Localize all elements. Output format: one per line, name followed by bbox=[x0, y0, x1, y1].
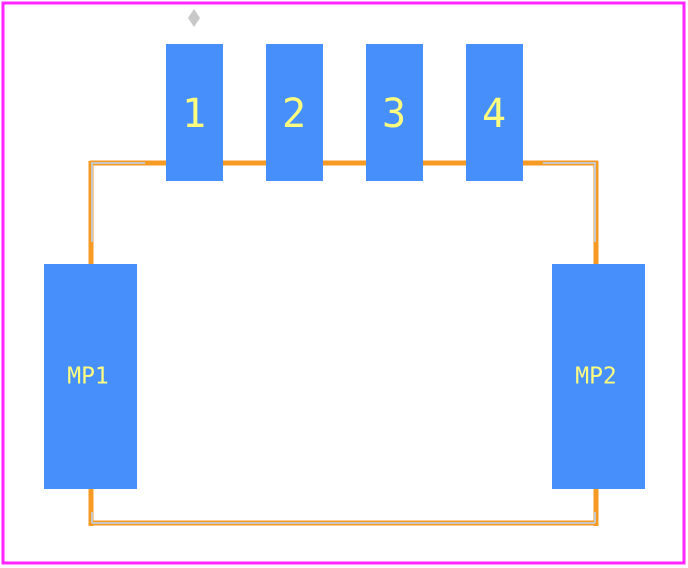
assembly-outline bbox=[91, 162, 596, 524]
pad-1-copper bbox=[166, 44, 223, 181]
mounting-pad-mp1-label: MP1 bbox=[67, 364, 109, 390]
pad-2-copper bbox=[266, 44, 323, 181]
pin1-marker-icon bbox=[188, 9, 200, 27]
mounting-pad-mp1-copper bbox=[44, 264, 137, 489]
pad-4-copper bbox=[466, 44, 523, 181]
pad-4-label: 4 bbox=[482, 91, 506, 137]
pad-2: 2 bbox=[266, 44, 323, 181]
pad-3-label: 3 bbox=[382, 91, 406, 137]
mounting-pad-mp1: MP1 bbox=[44, 264, 137, 489]
mounting-pads: MP1 MP2 bbox=[44, 264, 645, 489]
pad-4: 4 bbox=[466, 44, 523, 181]
mounting-pad-mp2: MP2 bbox=[552, 264, 645, 489]
mounting-pad-mp2-label: MP2 bbox=[575, 364, 617, 390]
pad-3: 3 bbox=[366, 44, 423, 181]
pad-1-label: 1 bbox=[182, 91, 206, 137]
mounting-pad-mp2-copper bbox=[552, 264, 645, 489]
silkscreen-outline bbox=[88, 160, 599, 526]
pad-2-label: 2 bbox=[282, 91, 306, 137]
signal-pads: 1 2 3 4 bbox=[166, 44, 523, 181]
pad-1: 1 bbox=[166, 44, 223, 181]
pad-3-copper bbox=[366, 44, 423, 181]
